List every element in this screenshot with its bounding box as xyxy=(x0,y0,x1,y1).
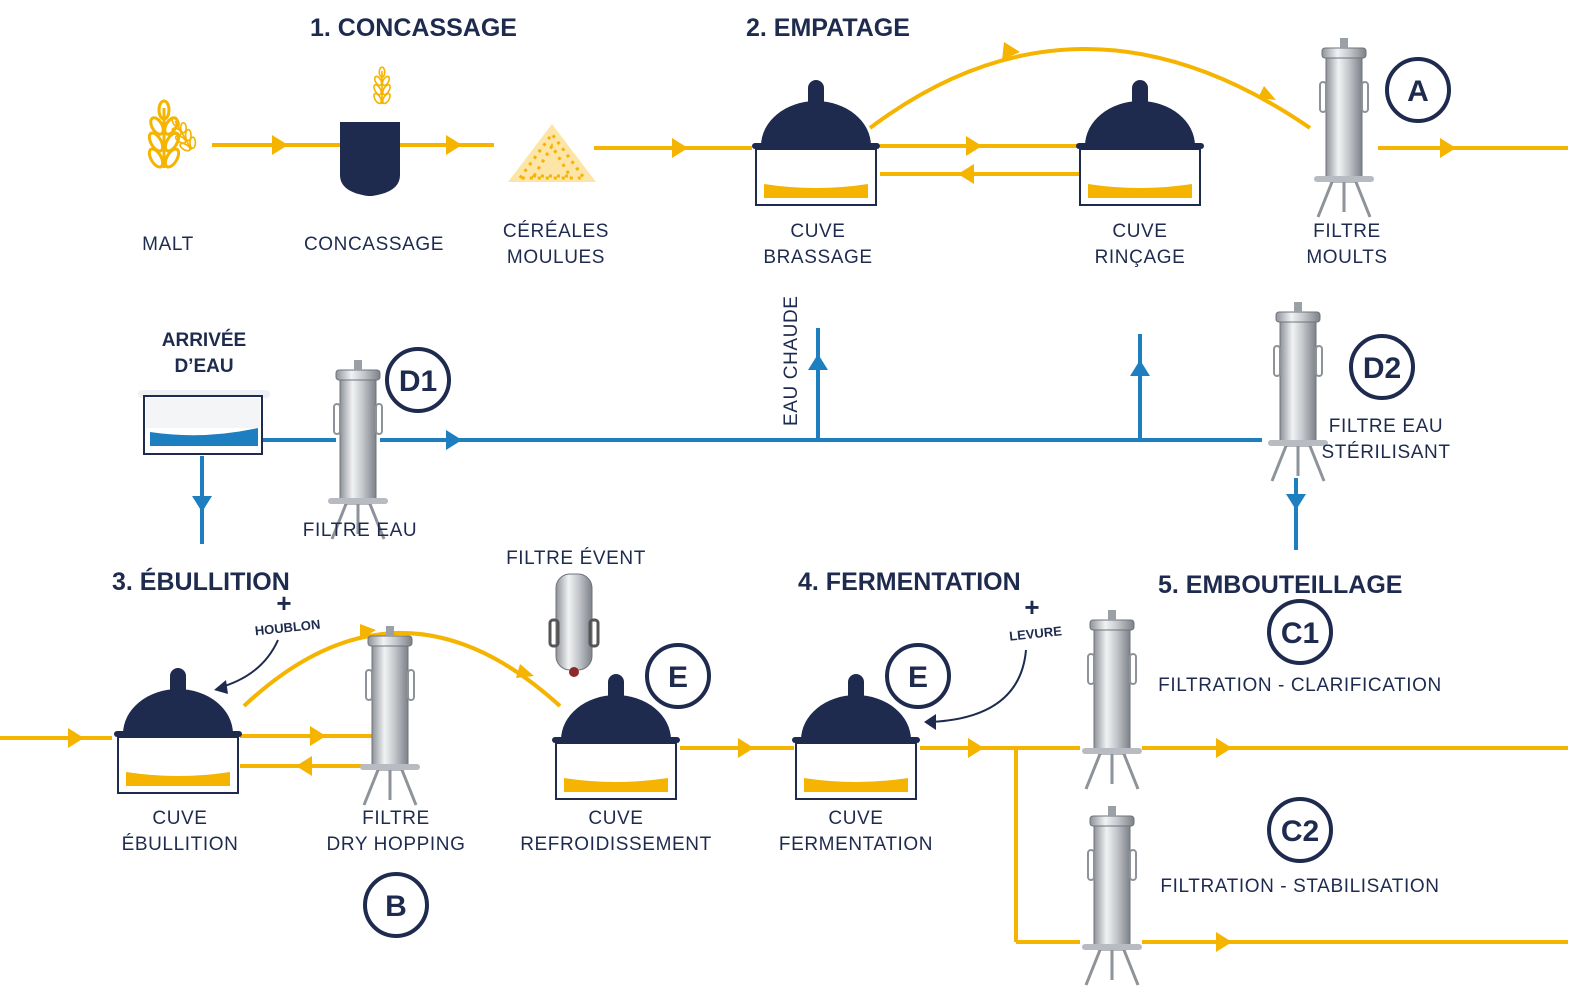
wheat-small-icon xyxy=(371,66,393,106)
stage-title-fermentation: 4. FERMENTATION xyxy=(798,568,1021,596)
svg-text:C1: C1 xyxy=(1281,617,1319,650)
mill-icon xyxy=(164,112,400,196)
row1-arrowheads xyxy=(272,42,1456,184)
svg-text:E: E xyxy=(908,661,928,694)
svg-text:E: E xyxy=(668,661,688,694)
label-cuve-rincage-2: RINÇAGE xyxy=(1095,247,1186,268)
label-arrivee-1: ARRIVÉE xyxy=(162,329,246,351)
svg-text:D2: D2 xyxy=(1363,352,1401,385)
label-cuve-ferm-2: FERMENTATION xyxy=(779,834,933,855)
badge-a: A xyxy=(1385,57,1451,123)
row1-pipes xyxy=(212,47,1568,176)
badge-c1: C1 xyxy=(1267,599,1333,665)
grain-pile-icon xyxy=(508,124,596,182)
badge-e-refroid: E xyxy=(645,643,711,709)
dry-hop-filter-icon xyxy=(358,624,422,807)
sterile-filter-icon xyxy=(1266,300,1330,483)
label-filtre-sterilisant-2: STÉRILISANT xyxy=(1321,442,1450,463)
row2-pipes xyxy=(200,328,1298,550)
water-filter-icon xyxy=(326,358,390,541)
levure-plus: + xyxy=(1024,592,1039,622)
label-filtre-dry-2: DRY HOPPING xyxy=(327,834,466,855)
stage-title-ebullition: 3. ÉBULLITION xyxy=(112,567,290,596)
row3-arrowheads xyxy=(68,624,1232,952)
label-cuve-refroid-1: CUVE xyxy=(588,808,643,829)
label-levure: LEVURE xyxy=(1009,623,1063,643)
label-cuve-refroid-2: REFROIDISSEMENT xyxy=(520,834,712,855)
label-cuve-ferm-1: CUVE xyxy=(828,808,883,829)
row2-arrowheads xyxy=(192,354,1306,512)
svg-text:D1: D1 xyxy=(399,365,437,398)
label-filtre-moults-2: MOULTS xyxy=(1306,247,1387,268)
label-filtre-event: FILTRE ÉVENT xyxy=(506,548,646,569)
badge-b: B xyxy=(363,872,429,938)
label-cuve-ebullition-1: CUVE xyxy=(152,808,207,829)
svg-text:A: A xyxy=(1407,75,1429,108)
label-filtration-stabilisation: FILTRATION - STABILISATION xyxy=(1160,876,1439,897)
badge-d1: D1 xyxy=(385,347,451,413)
label-malt: MALT xyxy=(142,234,194,255)
svg-text:B: B xyxy=(385,890,407,923)
mash-tank-icon xyxy=(751,79,881,206)
vent-filter-icon xyxy=(548,573,600,677)
badge-e-ferm: E xyxy=(885,643,951,709)
wort-filter-icon xyxy=(1312,36,1376,219)
label-cuve-rincage-1: CUVE xyxy=(1112,221,1167,242)
label-filtre-moults-1: FILTRE xyxy=(1313,221,1381,242)
label-eau-chaude: EAU CHAUDE xyxy=(781,295,802,426)
label-cuve-ebullition-2: ÉBULLITION xyxy=(122,834,239,855)
label-cuve-brassage-2: BRASSAGE xyxy=(763,247,872,268)
clarification-filter-icon xyxy=(1080,608,1144,791)
water-tank-icon xyxy=(138,390,270,455)
stage-title-empatage: 2. EMPATAGE xyxy=(746,14,910,42)
label-arrivee-2: D’EAU xyxy=(174,356,233,377)
svg-text:C2: C2 xyxy=(1281,815,1319,848)
label-filtre-sterilisant-1: FILTRE EAU xyxy=(1329,416,1443,437)
stage-title-concassage: 1. CONCASSAGE xyxy=(310,14,517,42)
lauter-tank-icon xyxy=(1075,79,1205,206)
label-cuve-brassage-1: CUVE xyxy=(790,221,845,242)
label-filtration-clarification: FILTRATION - CLARIFICATION xyxy=(1158,675,1442,696)
badge-d2: D2 xyxy=(1349,334,1415,400)
label-houblon: HOUBLON xyxy=(254,617,321,639)
stabilisation-filter-icon xyxy=(1080,804,1144,987)
houblon-plus: + xyxy=(276,588,291,618)
badge-c2: C2 xyxy=(1267,797,1333,863)
label-cereales-2: MOULUES xyxy=(507,247,605,268)
label-filtre-eau: FILTRE EAU xyxy=(303,520,417,541)
label-cereales-1: CÉRÉALES xyxy=(503,221,609,242)
label-filtre-dry-1: FILTRE xyxy=(362,808,430,829)
stage-title-embouteillage: 5. EMBOUTEILLAGE xyxy=(1158,571,1402,599)
label-concassage: CONCASSAGE xyxy=(304,234,444,255)
annotation-arrowheads xyxy=(214,680,936,730)
